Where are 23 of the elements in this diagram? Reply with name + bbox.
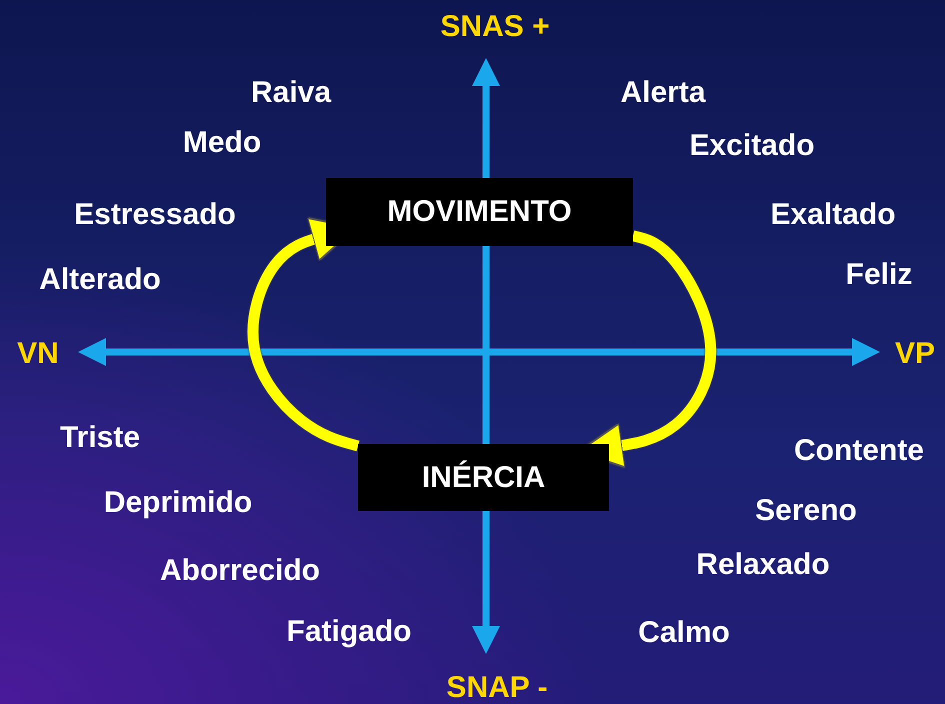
emotion-label: Alterado [39, 263, 161, 297]
emotion-label: Raiva [250, 76, 332, 110]
axis-label: SNAS + [440, 10, 550, 44]
emotion-label: Calmo [638, 616, 730, 650]
axis-label: SNAP - [446, 671, 548, 704]
label-box: MOVIMENTO [326, 178, 633, 246]
emotion-label: Exaltado [770, 198, 896, 232]
emotion-label: Alerta [620, 76, 706, 110]
emotion-label: Deprimido [104, 486, 252, 520]
emotion-label: Sereno [755, 494, 857, 528]
label-box: INÉRCIA [358, 444, 609, 511]
emotion-label: Fatigado [286, 615, 412, 649]
axis-label: VN [17, 337, 59, 371]
emotion-label: Relaxado [696, 548, 830, 582]
axis-label: VP [894, 337, 936, 371]
emotion-label: Contente [794, 434, 924, 468]
emotion-label: Medo [182, 126, 262, 160]
emotion-label: Triste [60, 421, 140, 455]
emotion-label: Excitado [689, 129, 815, 163]
emotion-label: Aborrecido [160, 554, 320, 588]
curved-arrow [248, 217, 360, 452]
emotion-label: Estressado [74, 198, 236, 232]
emotion-label: Feliz [846, 258, 912, 292]
